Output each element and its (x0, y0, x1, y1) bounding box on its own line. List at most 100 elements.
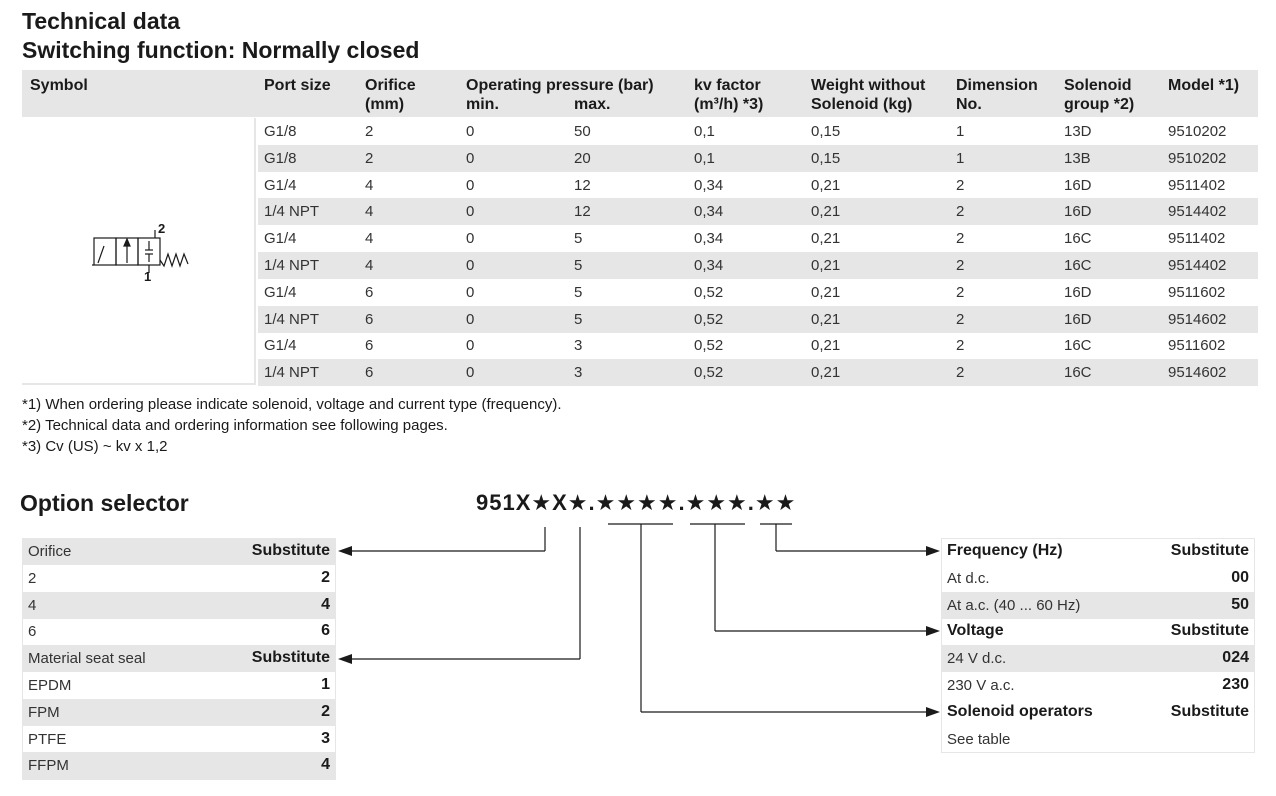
option-label: FFPM (28, 757, 69, 775)
option-value: Substitute (251, 542, 330, 559)
cell-pressure-max: 5 (574, 257, 583, 274)
cell-kv-factor: 0,34 (694, 257, 724, 274)
cell-model: 9511602 (1168, 283, 1226, 301)
table-header: Symbol Port size Orifice(mm) Operating p… (22, 70, 1258, 117)
option-value: 3 (321, 729, 330, 747)
cell-solenoid-group: 13B (1064, 149, 1091, 167)
cell-weight: 0,21 (811, 310, 841, 328)
cell-port-size: G1/4 (264, 176, 297, 194)
cell-weight: 0,15 (811, 123, 841, 140)
cell-dimension: 1 (956, 123, 965, 140)
cell-kv-factor: 0,1 (694, 149, 715, 167)
cell-weight: 0,21 (811, 364, 841, 382)
footnote: *2) Technical data and ordering informat… (22, 417, 448, 434)
option-value: 4 (321, 756, 330, 774)
option-label: 4 (28, 596, 37, 614)
cell-pressure-min: 0 (466, 310, 475, 328)
option-label: At d.c. (947, 569, 990, 587)
cell-pressure-max: 3 (574, 337, 583, 355)
header-orifice: Orifice(mm) (365, 77, 416, 113)
cell-orifice: 6 (365, 283, 374, 301)
cell-weight: 0,21 (811, 230, 841, 248)
footnotes: *1) When ordering please indicate soleno… (22, 394, 561, 457)
cell-solenoid-group: 16D (1064, 203, 1092, 221)
cell-model: 9511602 (1168, 337, 1226, 355)
cell-dimension: 2 (956, 257, 965, 274)
header-kv-factor: kv factor(m³/h) *3) (694, 77, 764, 113)
option-value: Substitute (1170, 702, 1249, 720)
cell-kv-factor: 0,52 (694, 337, 724, 355)
cell-dimension: 1 (956, 149, 965, 167)
cell-dimension: 2 (956, 364, 965, 382)
cell-pressure-max: 50 (574, 123, 591, 140)
cell-weight: 0,21 (811, 176, 841, 194)
option-label: Orifice (28, 543, 72, 560)
cell-orifice: 4 (365, 203, 374, 221)
cell-weight: 0,21 (811, 203, 841, 221)
cell-solenoid-group: 13D (1064, 123, 1092, 140)
option-value: Substitute (251, 649, 330, 667)
cell-weight: 0,21 (811, 257, 841, 274)
option-label: 2 (28, 569, 37, 587)
header-model: Model *1) (1168, 77, 1240, 94)
cell-model: 9514602 (1168, 310, 1227, 328)
option-table-frame (941, 538, 1255, 754)
cell-model: 9511402 (1168, 176, 1226, 194)
footnote: *1) When ordering please indicate soleno… (22, 396, 562, 413)
cell-orifice: 4 (365, 257, 374, 274)
cell-kv-factor: 0,52 (694, 283, 724, 301)
cell-kv-factor: 0,52 (694, 364, 724, 382)
order-code: 951X★X★.★★★★.★★★.★★ (476, 490, 797, 515)
option-value: Substitute (1170, 622, 1249, 640)
header-port-size: Port size (264, 77, 331, 94)
cell-kv-factor: 0,1 (694, 123, 715, 140)
option-row: 24 V d.c.024 (941, 645, 1255, 673)
cell-model: 9514402 (1168, 203, 1227, 221)
cell-pressure-min: 0 (466, 283, 475, 301)
option-label: At a.c. (40 ... 60 Hz) (947, 596, 1081, 614)
page-subtitle: Switching function: Normally closed (22, 37, 420, 63)
cell-solenoid-group: 16C (1064, 230, 1092, 248)
option-label: See table (947, 730, 1011, 748)
cell-port-size: G1/4 (264, 283, 297, 301)
cell-pressure-min: 0 (466, 203, 475, 221)
cell-orifice: 6 (365, 310, 374, 328)
option-table-frame (22, 538, 336, 781)
option-label: 6 (28, 623, 37, 641)
cell-pressure-min: 0 (466, 230, 475, 248)
cell-pressure-max: 5 (574, 283, 583, 301)
cell-kv-factor: 0,34 (694, 230, 724, 248)
cell-pressure-min: 0 (466, 176, 475, 194)
page-title: Technical data (22, 8, 181, 34)
option-row: At d.c.00 (941, 565, 1255, 592)
valve-symbol-cell: 2 1 (22, 118, 256, 385)
cell-weight: 0,15 (811, 149, 841, 167)
cell-pressure-min: 0 (466, 257, 475, 274)
cell-orifice: 6 (365, 364, 374, 382)
option-label: Solenoid operators (947, 702, 1093, 720)
cell-solenoid-group: 16D (1064, 176, 1092, 194)
option-group-header: Orifice Substitute (22, 538, 336, 565)
cell-orifice: 6 (365, 337, 374, 355)
cell-port-size: 1/4 NPT (264, 203, 320, 221)
symbol-port-1: 1 (144, 269, 151, 284)
cell-pressure-max: 5 (574, 230, 583, 248)
option-group-header: Voltage Substitute (941, 618, 1255, 645)
cell-model: 9510202 (1168, 149, 1227, 167)
option-label: FPM (28, 703, 60, 721)
cell-dimension: 2 (956, 176, 965, 194)
option-label: Voltage (947, 622, 1004, 640)
option-row: At a.c. (40 ... 60 Hz)50 (941, 591, 1255, 619)
cell-model: 9511402 (1168, 230, 1226, 248)
